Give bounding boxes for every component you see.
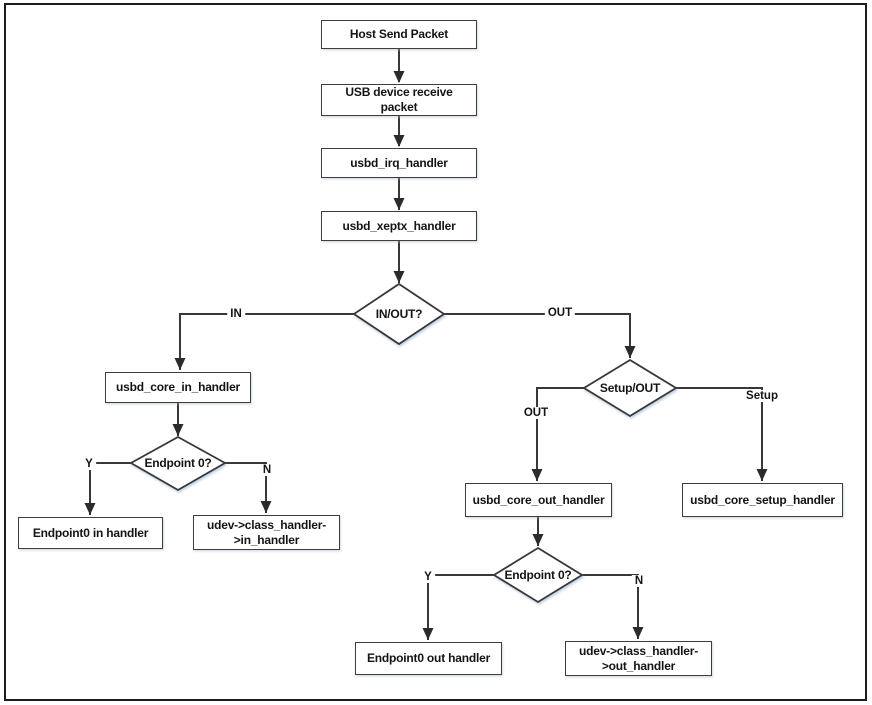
decision-ep0-out-shape xyxy=(492,546,584,604)
arrowhead xyxy=(632,627,644,639)
node-usb-device-receive-packet: USB device receive packet xyxy=(321,84,477,116)
arrowhead xyxy=(393,198,405,210)
arrowhead xyxy=(174,358,186,370)
decision-ep0-out-label: Endpoint 0? xyxy=(504,568,572,582)
arrowhead xyxy=(756,469,768,481)
decision-ep0-in-shape xyxy=(129,435,227,492)
branch-label-no-out: N xyxy=(631,575,647,587)
decision-setup-out-label: Setup/OUT xyxy=(599,381,661,395)
arrowhead xyxy=(532,534,544,546)
decision-ep0-in-label: Endpoint 0? xyxy=(144,456,212,470)
node-endpoint0-out-handler: Endpoint0 out handler xyxy=(355,642,502,675)
node-udev-class-in-handler: udev->class_handler- >in_handler xyxy=(193,515,340,550)
node-usbd-core-out-handler: usbd_core_out_handler xyxy=(465,483,612,517)
arrowhead xyxy=(393,271,405,283)
node-usbd-core-in-handler: usbd_core_in_handler xyxy=(105,372,251,403)
edge-setupout-out xyxy=(536,387,584,481)
edge-setupout-setup xyxy=(676,387,763,481)
branch-label-setup: Setup xyxy=(743,390,781,402)
edge-ep0out-no xyxy=(582,574,639,639)
arrowhead xyxy=(260,501,272,513)
edge-ep0in-no xyxy=(225,462,267,513)
arrowhead xyxy=(531,469,543,481)
arrowhead xyxy=(624,346,636,358)
arrowhead xyxy=(393,71,405,83)
branch-label-in: IN xyxy=(227,308,245,320)
branch-label-out2: OUT xyxy=(520,407,552,419)
node-host-send-packet: Host Send Packet xyxy=(321,20,477,49)
node-endpoint0-in-handler: Endpoint0 in handler xyxy=(18,517,163,549)
edge-ep0in-yes xyxy=(89,462,131,515)
decision-setup-out-shape xyxy=(582,358,678,418)
branch-label-yes-in: Y xyxy=(82,458,96,470)
edge-inout-out xyxy=(444,313,631,358)
node-usbd-core-setup-handler: usbd_core_setup_handler xyxy=(682,483,843,517)
arrowheads xyxy=(84,71,768,640)
edge-inout-in xyxy=(179,313,354,370)
decision-in-out-label: IN/OUT? xyxy=(375,307,423,321)
node-udev-class-out-handler: udev->class_handler- >out_handler xyxy=(565,641,712,676)
arrowhead xyxy=(84,503,96,515)
arrowhead xyxy=(172,424,184,436)
arrowhead xyxy=(393,135,405,147)
arrowhead xyxy=(422,628,434,640)
branch-label-yes-out: Y xyxy=(421,571,435,583)
edge-ep0out-yes xyxy=(427,574,494,640)
decision-in-out-shape xyxy=(352,282,446,346)
node-usbd-irq-handler: usbd_irq_handler xyxy=(321,148,477,178)
branch-label-no-in: N xyxy=(259,464,275,476)
node-usbd-xeptx-handler: usbd_xeptx_handler xyxy=(321,211,477,241)
branch-label-out: OUT xyxy=(544,307,576,319)
